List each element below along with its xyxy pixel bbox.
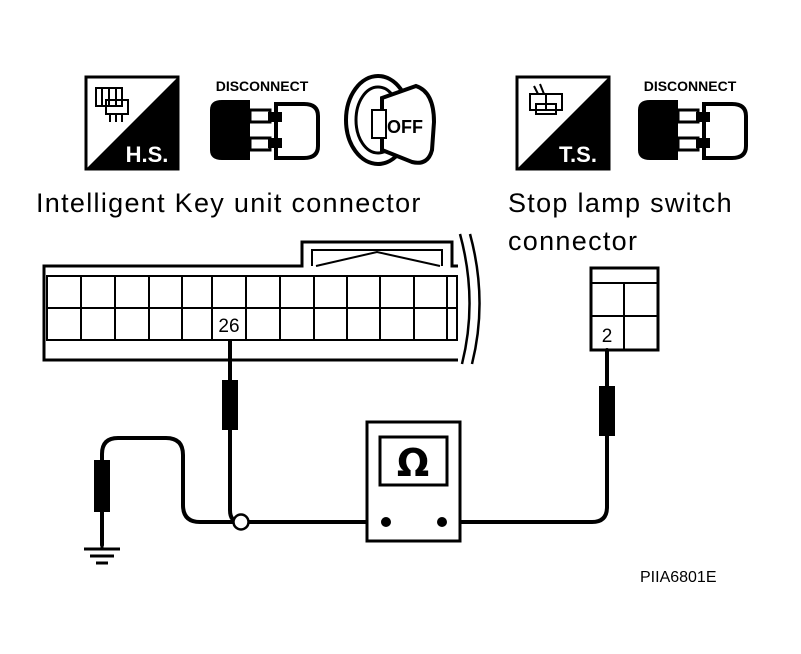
ts-badge-text: T.S. (559, 142, 597, 167)
junction-node (232, 513, 250, 531)
wiring (100, 339, 609, 547)
figure-code: PIIA6801E (640, 569, 717, 586)
test-probes (94, 380, 615, 512)
ground-icon (84, 545, 120, 565)
ohmmeter: Ω (365, 420, 462, 543)
ohm-symbol: Ω (397, 441, 429, 485)
intelligent-key-connector-label: Intelligent Key unit connector (36, 188, 422, 218)
disconnect-label-2: DISCONNECT (644, 78, 737, 94)
key-off-text: OFF (387, 117, 423, 137)
ignition-key-off-icon: OFF (344, 74, 437, 166)
stop-lamp-switch-connector: 2 (589, 266, 660, 352)
stop-lamp-connector-label-line2: connector (508, 226, 638, 256)
intelligent-key-connector: 26 (42, 232, 484, 365)
meter-terminal-left (381, 517, 391, 527)
disconnect-icon: DISCONNECT (638, 78, 748, 160)
disconnect-icon: DISCONNECT (210, 78, 320, 160)
stop-lamp-connector-label-line1: Stop lamp switch (508, 188, 733, 218)
disconnect-label-1: DISCONNECT (216, 78, 309, 94)
harness-side-icon: H.S. (84, 75, 180, 171)
pin-26-label: 26 (218, 316, 239, 337)
pin-2-label: 2 (602, 326, 613, 347)
meter-terminal-right (437, 517, 447, 527)
terminal-side-icon: T.S. (515, 75, 611, 171)
hs-badge-text: H.S. (126, 142, 169, 167)
